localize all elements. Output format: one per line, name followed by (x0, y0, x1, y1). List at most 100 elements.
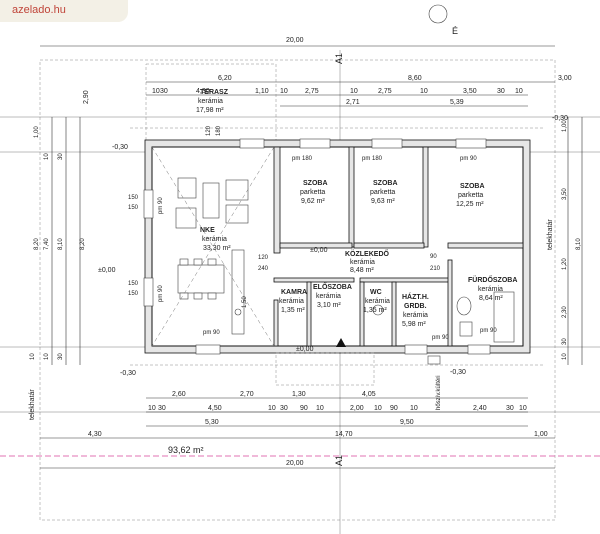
sill-label: 90 (430, 254, 437, 260)
dim-right-f: 30 (562, 338, 568, 345)
interior-wall (348, 146, 355, 248)
room-kozlekedo: KÖZLEKEDŐ kerámia 8,48 m² (345, 249, 390, 274)
dim-bot-n: 90 (390, 405, 398, 412)
dim-top-860: 8,60 (408, 75, 422, 82)
sill-label: 150 (128, 195, 139, 201)
room-szoba-2: SZOBA parketta 9,63 m² (370, 180, 398, 205)
dim-top-h: 2,75 (378, 88, 392, 95)
dim-bot-t: 9,50 (400, 419, 414, 426)
room-terasz: TERASZ kerámia 17,98 m² (196, 89, 229, 114)
room-area: 33,30 m² (203, 245, 231, 252)
sill-label: 210 (430, 266, 441, 272)
dim-top-k: 30 (497, 88, 505, 95)
sill-label: 1,50 (242, 296, 248, 308)
room-area: 17,98 m² (196, 107, 224, 114)
level-marker: -0,30 (112, 144, 128, 151)
room-area: 8,64 m² (479, 295, 503, 302)
window (195, 344, 221, 355)
dim-bot-u: 4,30 (88, 431, 102, 438)
opening-label: pm 90 (480, 328, 497, 334)
north-label: É (452, 26, 458, 36)
room-kamra: KAMRA kerámia 1,35 m² (279, 289, 307, 314)
dim-top-m: 2,71 (346, 99, 360, 106)
dim-left-f: 30 (58, 153, 64, 160)
dim-bot-d: 4,05 (362, 391, 376, 398)
dim-bot-c: 1,30 (292, 391, 306, 398)
room-name-2: GRDB. (404, 303, 427, 310)
room-floor: parketta (458, 192, 483, 199)
dim-left-g: 10 (44, 153, 50, 160)
watermark-badge: azelado.hu (0, 0, 128, 22)
room-area: 12,25 m² (456, 201, 484, 208)
room-eloszoba: ELŐSZOBA kerámia 3,10 m² (313, 282, 352, 309)
dim-top-j: 3,50 (463, 88, 477, 95)
room-area: 8,48 m² (350, 267, 374, 274)
sill-label: 150 (128, 281, 139, 287)
heat-pump-unit (427, 355, 441, 365)
room-floor: parketta (300, 189, 325, 196)
room-wc: WC kerámia 1,35 m² (363, 289, 390, 314)
dim-left-j: 10 (30, 353, 36, 360)
room-name: KAMRA (281, 289, 307, 296)
dim-right-d: 1,20 (562, 258, 568, 270)
level-marker: ±0,00 (296, 346, 314, 353)
interior-wall (353, 242, 425, 249)
room-name: SZOBA (460, 183, 485, 190)
room-floor: kerámia (316, 293, 341, 300)
dim-left-b: 7,40 (44, 238, 50, 250)
dim-bot-a: 2,60 (172, 391, 186, 398)
room-floor: kerámia (279, 298, 304, 305)
opening-label: pm 90 (432, 335, 449, 341)
bathroom-fixtures (372, 291, 515, 343)
interior-wall (279, 242, 353, 249)
diagonal-guide (151, 146, 275, 347)
plot-boundary (39, 59, 556, 521)
sill-label: 240 (258, 266, 269, 272)
window (371, 138, 403, 149)
interior-wall (273, 146, 281, 254)
section-label-top: A1 (334, 53, 344, 64)
window (404, 344, 428, 355)
plot-label-right: telekhatár (547, 219, 554, 250)
dim-bot-g: 4,50 (208, 405, 222, 412)
dim-left-a: 1,00 (34, 126, 40, 138)
dim-bot-e: 10 (148, 405, 156, 412)
plot-area-label: 93,62 m² (168, 445, 204, 455)
level-marker: ±0,00 (98, 267, 116, 274)
interior-wall (391, 281, 397, 347)
dim-bot-b: 2,70 (240, 391, 254, 398)
dim-left-i: 30 (58, 353, 64, 360)
dim-bot-j: 90 (300, 405, 308, 412)
interior-wall (273, 277, 355, 283)
room-floor: parketta (370, 189, 395, 196)
room-area: 9,62 m² (301, 198, 325, 205)
room-area: 3,10 m² (317, 302, 341, 309)
room-name: HÁZT.H. (402, 292, 429, 301)
dim-top-l: 10 (515, 88, 523, 95)
dim-top-300: 3,00 (558, 75, 572, 82)
sill-label: 180 (216, 125, 222, 136)
dim-top-620: 6,20 (218, 75, 232, 82)
opening-label: pm 180 (362, 156, 383, 162)
dim-top-f: 2,75 (305, 88, 319, 95)
living-room-furniture (175, 177, 249, 335)
interior-wall (447, 259, 453, 347)
window (143, 277, 154, 307)
room-floor: kerámia (350, 259, 375, 266)
room-floor: kerámia (365, 298, 390, 305)
interior-wall (306, 281, 312, 347)
room-name: TERASZ (200, 89, 229, 96)
room-area: 5,98 m² (402, 321, 426, 328)
dim-top-d: 1,10 (255, 88, 269, 95)
room-szoba-3: SZOBA parketta 12,25 m² (456, 183, 485, 208)
dim-left-c: 8,20 (34, 238, 40, 250)
room-floor: kerámia (198, 98, 223, 105)
section-label-bottom: A1 (334, 455, 344, 466)
level-marker: -0,30 (552, 115, 568, 122)
room-furdo: FÜRDŐSZOBA kerámia 8,64 m² (468, 275, 517, 302)
dim-bot-r: 10 (519, 405, 527, 412)
window (467, 344, 491, 355)
dim-bot-k: 10 (316, 405, 324, 412)
dim-bot-s: 5,30 (205, 419, 219, 426)
